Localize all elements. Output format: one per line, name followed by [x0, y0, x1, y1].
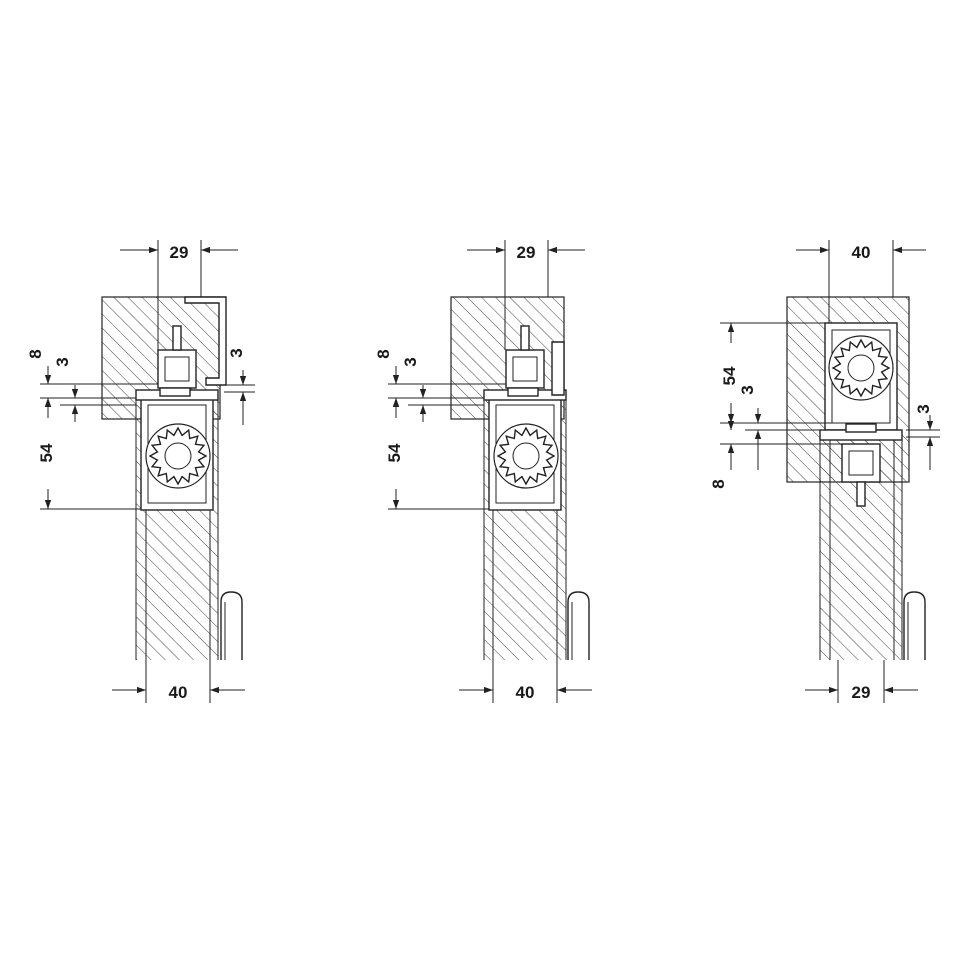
spring-gear-icon — [145, 423, 211, 489]
top-width-label: 29 — [170, 243, 189, 262]
bottom-width-label: 40 — [516, 683, 535, 702]
dim-8-label: 8 — [709, 479, 728, 488]
dim-3-right-label: 3 — [914, 404, 933, 413]
hinge-pin — [903, 591, 926, 660]
spring-gear-icon — [828, 335, 894, 401]
roller-block — [505, 349, 545, 389]
hinge-pin — [567, 591, 590, 660]
dim-54-label: 54 — [385, 443, 404, 462]
dim-3-left-label: 3 — [53, 357, 72, 366]
slide-rail-profile — [184, 296, 227, 386]
dim-8-label: 8 — [374, 349, 393, 358]
bottom-width-label: 40 — [169, 683, 188, 702]
bottom-width-label: 29 — [852, 683, 871, 702]
slide-rail-profile — [551, 341, 565, 396]
spring-gear-icon — [493, 423, 559, 489]
drawing-2: 29 40 8 3 54 — [374, 240, 592, 703]
dim-3-left-label: 3 — [401, 357, 420, 366]
roller-block — [157, 349, 197, 389]
dim-3-left-label: 3 — [738, 385, 757, 394]
dim-54-label: 54 — [37, 443, 56, 462]
hinge-pin — [220, 591, 243, 660]
dim-54-label: 54 — [720, 366, 739, 385]
drawing-3: 40 29 54 3 8 3 — [709, 240, 940, 703]
top-width-label: 29 — [517, 243, 536, 262]
roller-block — [841, 443, 881, 483]
drawing-1: 29 40 8 3 54 3 — [26, 240, 255, 703]
dim-8-label: 8 — [26, 349, 45, 358]
top-width-label: 40 — [852, 243, 871, 262]
dim-3-right-label: 3 — [227, 348, 246, 357]
